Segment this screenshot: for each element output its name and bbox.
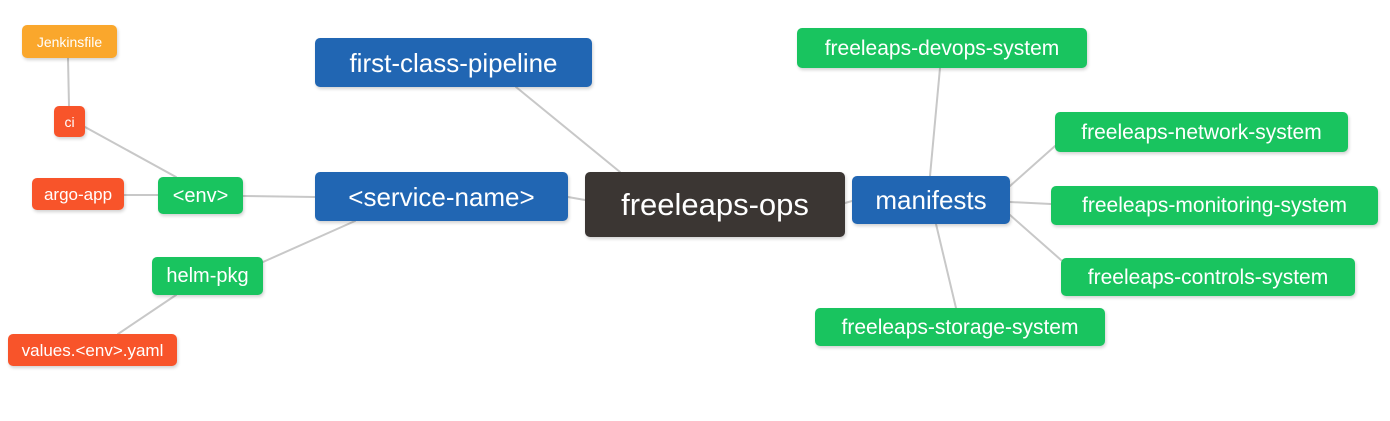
node-manifests[interactable]: manifests	[852, 176, 1010, 224]
node-network-system[interactable]: freeleaps-network-system	[1055, 112, 1348, 152]
edge-ci-to-jenkinsfile	[67, 57, 70, 107]
node-controls-system[interactable]: freeleaps-controls-system	[1061, 258, 1355, 296]
edge-root-to-first-class-pipeline	[515, 86, 621, 173]
node-env[interactable]: <env>	[158, 177, 243, 214]
node-first-class-pipeline[interactable]: first-class-pipeline	[315, 38, 592, 87]
node-storage-system[interactable]: freeleaps-storage-system	[815, 308, 1105, 346]
node-root[interactable]: freeleaps-ops	[585, 172, 845, 237]
node-monitoring-system[interactable]: freeleaps-monitoring-system	[1051, 186, 1378, 225]
edge-env-to-ci	[84, 126, 177, 178]
node-values-yaml[interactable]: values.<env>.yaml	[8, 334, 177, 366]
edge-manifests-to-storage-system	[935, 223, 957, 309]
node-ci[interactable]: ci	[54, 106, 85, 137]
edge-manifests-to-devops-system	[929, 67, 941, 177]
node-argo-app[interactable]: argo-app	[32, 178, 124, 210]
edge-service-name-to-helm-pkg	[262, 220, 356, 263]
node-jenkinsfile[interactable]: Jenkinsfile	[22, 25, 117, 58]
node-helm-pkg[interactable]: helm-pkg	[152, 257, 263, 295]
edge-manifests-to-monitoring-system	[1009, 201, 1052, 205]
edge-manifests-to-network-system	[1009, 145, 1056, 187]
node-devops-system[interactable]: freeleaps-devops-system	[797, 28, 1087, 68]
edge-service-name-to-env	[242, 195, 316, 198]
edge-root-to-manifests	[844, 200, 853, 204]
edge-helm-pkg-to-values-yaml	[117, 294, 177, 335]
edge-root-to-service-name	[567, 196, 586, 201]
node-service-name[interactable]: <service-name>	[315, 172, 568, 221]
